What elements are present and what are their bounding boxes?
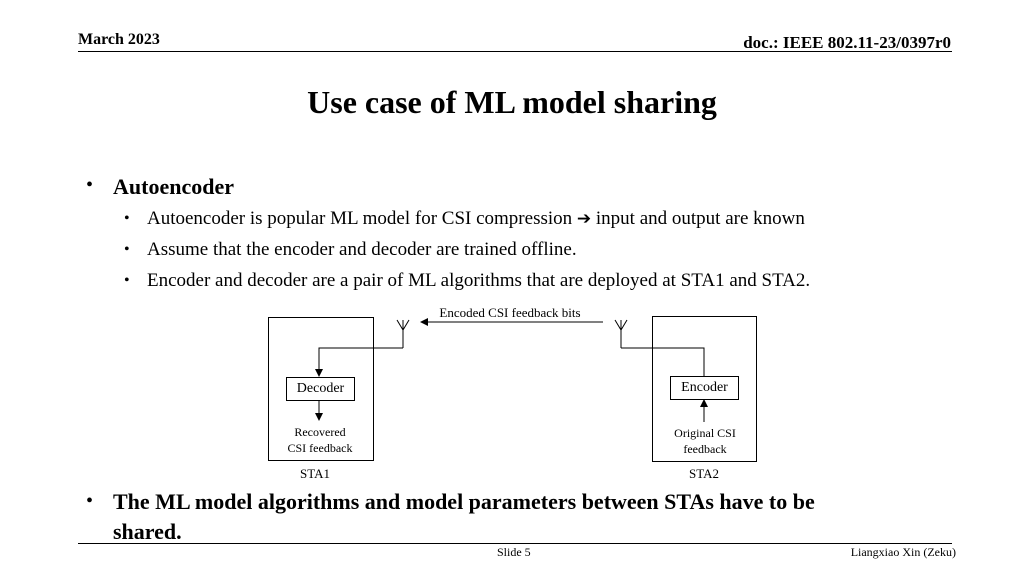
arrow-right-icon: ➔ [576,209,592,229]
sta2-antenna-icon [614,319,628,348]
link-label-wrap: Encoded CSI feedback bits [0,305,1024,321]
bullet-conclusion-line1: The ML model algorithms and model parame… [113,489,815,514]
bullet-dot: • [86,174,94,196]
sta1-box [268,317,374,461]
bullet-conclusion-line2: shared. [113,519,182,544]
sta2-box [652,316,757,462]
header-divider [78,51,952,52]
slide-number: Slide 5 [497,545,531,559]
sta2-input-line1: Original CSI [674,426,736,440]
header-doc-id: doc.: IEEE 802.11-23/0397r0 [743,33,951,52]
sta1-antenna-icon [396,319,410,348]
sta2-label: STA2 [689,466,720,481]
sta1-output-line2: CSI feedback [287,441,353,455]
link-label: Encoded CSI feedback bits [439,305,581,320]
decoder-block: Decoder [286,377,355,401]
sta2-input-line2: feedback [683,442,727,456]
encoder-block: Encoder [670,376,739,400]
sub-bullet-dot: • [124,272,130,289]
sub-bullet-1: Autoencoder is popular ML model for CSI … [147,208,805,230]
sub-bullet-2: Assume that the encoder and decoder are … [147,239,577,260]
slide-title: Use case of ML model sharing [307,84,717,120]
sta1-output-line1: Recovered [294,425,346,439]
sub-bullet-3: Encoder and decoder are a pair of ML alg… [147,270,811,291]
sta1-label: STA1 [300,466,331,481]
bullet-dot: • [86,490,94,512]
footer-author: Liangxiao Xin (Zeku) [850,545,956,559]
bullet-autoencoder: Autoencoder [113,174,234,199]
sub-bullet-dot: • [124,210,130,227]
encoder-to-antenna-line [621,347,705,376]
footer-divider [78,543,952,544]
sub-bullet-dot: • [124,241,130,258]
antenna-to-decoder-arrow [315,347,403,377]
sub-bullet-1-text: Autoencoder is popular ML model for CSI … [147,208,573,229]
sta1-output-label: Recovered CSI feedback [270,424,370,456]
sta2-input-label: Original CSI feedback [655,425,755,457]
header-date: March 2023 [78,31,160,48]
sub-bullet-1-result: input and output are known [595,208,805,229]
